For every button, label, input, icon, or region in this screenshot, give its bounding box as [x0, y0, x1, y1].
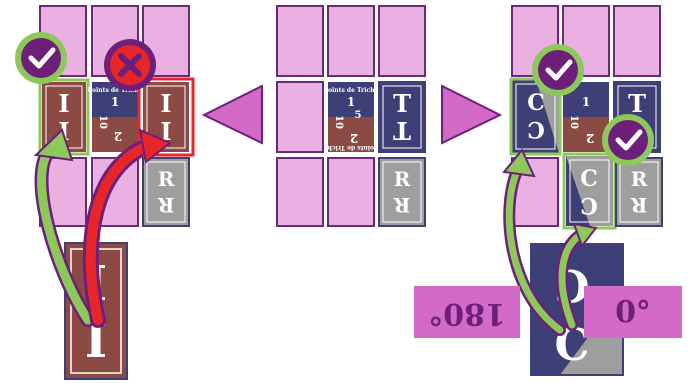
- points-de-triche-card-left: Points de Triche 1 10 2: [88, 82, 143, 152]
- points-de-triche-card-right: 1 10 2: [563, 82, 609, 152]
- right-tile-grid: [511, 5, 661, 227]
- card-letter: R: [158, 167, 175, 191]
- card-letter-inverted: C: [580, 192, 598, 218]
- middle-panel: Points de Triche 1 5 10 2 Points de Tric…: [201, 5, 503, 227]
- card-r-grey-left: R R: [142, 157, 190, 227]
- check-circle-icon: [15, 32, 67, 84]
- card-r-grey-right: R R: [615, 157, 663, 227]
- tile: [327, 5, 375, 77]
- check-circle-icon: [602, 114, 654, 166]
- points-value-1: 1: [582, 95, 590, 109]
- tile: [276, 81, 324, 153]
- points-title: Points de Triche: [324, 87, 379, 94]
- card-letter: R: [394, 167, 411, 191]
- points-value-10: 10: [568, 115, 579, 129]
- points-value-10: 10: [333, 115, 344, 129]
- card-r-grey-middle: R R: [378, 157, 426, 227]
- card-c-split-upright: C C: [566, 156, 613, 226]
- card-letter: T: [628, 89, 646, 118]
- middle-tile-grid: [276, 5, 426, 227]
- cross-circle-icon: [104, 39, 156, 91]
- card-letter-inverted: T: [393, 116, 411, 145]
- card-letter: C: [527, 90, 545, 116]
- left-panel: I I Points de Triche 1 10 2 I I R R: [15, 5, 195, 380]
- card-letter: I: [58, 89, 69, 118]
- tile: [327, 157, 375, 227]
- tile: [276, 157, 324, 227]
- card-letter: T: [393, 89, 411, 118]
- card-letter-inverted: C: [527, 116, 545, 142]
- card-letter-inverted: I: [58, 116, 69, 145]
- tile: [276, 5, 324, 77]
- angle-0-text: 0°: [615, 295, 651, 330]
- tile: [613, 5, 661, 77]
- rotate-move-arrowhead: [502, 148, 536, 178]
- points-value-5: 5: [355, 110, 362, 121]
- points-value-10: 10: [97, 115, 108, 129]
- card-t-blue-middle: T T: [378, 81, 426, 153]
- points-title: Points de Triche: [88, 87, 143, 94]
- points-de-triche-card-middle: Points de Triche 1 5 10 2 Points de Tric…: [324, 82, 379, 152]
- card-letter: I: [160, 89, 171, 118]
- points-value-2: 2: [586, 131, 594, 145]
- upright-move-arrowhead: [572, 222, 598, 249]
- tile: [142, 5, 190, 77]
- card-letter-inverted: R: [393, 193, 410, 217]
- card-letter-inverted: R: [630, 193, 647, 217]
- card-i-red-invalid-target: I I: [143, 82, 189, 152]
- card-letter-inverted: I: [160, 116, 171, 145]
- arrow-right-icon: [441, 84, 503, 145]
- points-value-1: 1: [111, 95, 119, 109]
- angle-label-180: 180°: [414, 286, 520, 338]
- points-value-2: 2: [114, 129, 122, 143]
- invalid-move-arrowhead: [138, 128, 172, 164]
- card-letter: R: [631, 167, 648, 191]
- check-circle-icon: [532, 44, 584, 96]
- angle-label-0: 0°: [584, 286, 682, 338]
- card-letter-inverted: R: [157, 193, 174, 217]
- points-value-2: 2: [350, 131, 358, 145]
- right-panel: C C 1 10 2 T T C C R: [414, 5, 682, 376]
- card-letter: C: [580, 166, 598, 192]
- angle-180-text: 180°: [428, 296, 506, 331]
- valid-move-arrowhead: [33, 128, 74, 162]
- invalid-slot-highlight: [137, 77, 195, 157]
- points-value-1: 1: [347, 95, 355, 109]
- points-title-inverted: Points de Triche: [324, 144, 379, 151]
- tile: [378, 5, 426, 77]
- arrow-left-icon: [201, 84, 263, 145]
